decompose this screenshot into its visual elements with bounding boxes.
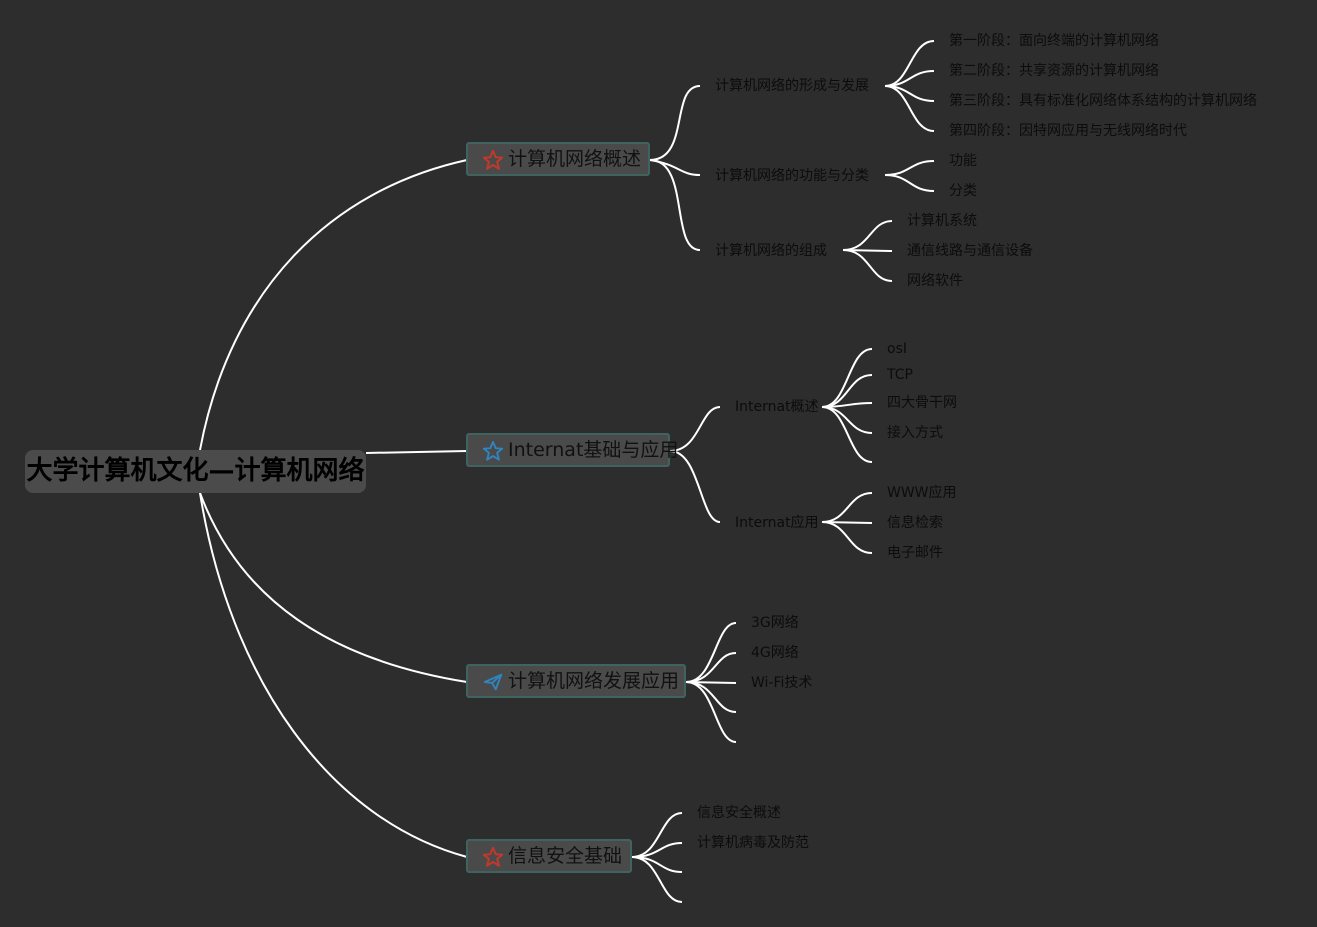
leaf-tcp[interactable]: TCP: [887, 367, 913, 383]
leaf-backbone[interactable]: 四大骨干网: [887, 395, 957, 411]
subtopic-internat-overview[interactable]: Internat概述: [735, 399, 819, 415]
leaf-stage-4[interactable]: 第四阶段：因特网应用与无线网络时代: [949, 123, 1187, 139]
leaf-osi[interactable]: osI: [887, 341, 907, 357]
subtopic-composition[interactable]: 计算机网络的组成: [715, 243, 827, 259]
leaf-virus-prevention[interactable]: 计算机病毒及防范: [697, 835, 809, 851]
leaf-search[interactable]: 信息检索: [887, 515, 943, 531]
topic-network-development[interactable]: 计算机网络发展应用: [466, 664, 686, 698]
topic-label: Internat基础与应用: [508, 439, 679, 461]
leaf-classification[interactable]: 分类: [949, 183, 977, 199]
leaf-stage-1[interactable]: 第一阶段：面向终端的计算机网络: [949, 33, 1159, 49]
leaf-email[interactable]: 电子邮件: [887, 545, 943, 561]
leaf-stage-2[interactable]: 第二阶段：共享资源的计算机网络: [949, 63, 1159, 79]
subtopic-formation[interactable]: 计算机网络的形成与发展: [715, 78, 869, 94]
topic-info-security[interactable]: 信息安全基础: [466, 839, 632, 873]
leaf-stage-3[interactable]: 第三阶段：具有标准化网络体系结构的计算机网络: [949, 93, 1257, 109]
leaf-security-overview[interactable]: 信息安全概述: [697, 805, 781, 821]
topic-internat[interactable]: Internat基础与应用: [466, 433, 678, 467]
star-red-icon: [482, 846, 504, 867]
subtopic-function-class[interactable]: 计算机网络的功能与分类: [715, 168, 869, 184]
leaf-network-software[interactable]: 网络软件: [907, 273, 963, 289]
leaf-comm-lines[interactable]: 通信线路与通信设备: [907, 243, 1033, 259]
topic-network-overview[interactable]: 计算机网络概述: [466, 142, 650, 176]
leaf-wifi[interactable]: Wi-Fi技术: [751, 675, 813, 691]
leaf-4g[interactable]: 4G网络: [751, 645, 799, 661]
root-topic[interactable]: 大学计算机文化—计算机网络: [25, 450, 366, 493]
leaf-www[interactable]: WWW应用: [887, 485, 957, 501]
topic-label: 信息安全基础: [508, 845, 623, 867]
star-red-icon: [482, 149, 504, 170]
star-blue-icon: [482, 440, 504, 461]
paper-plane-icon: [483, 673, 503, 691]
leaf-access[interactable]: 接入方式: [887, 425, 943, 441]
subtopic-internat-apps[interactable]: Internat应用: [735, 515, 819, 531]
leaf-3g[interactable]: 3G网络: [751, 615, 799, 631]
topic-label: 计算机网络概述: [508, 148, 642, 170]
leaf-computer-system[interactable]: 计算机系统: [907, 213, 977, 229]
topic-label: 计算机网络发展应用: [508, 670, 680, 692]
leaf-function[interactable]: 功能: [949, 153, 977, 169]
